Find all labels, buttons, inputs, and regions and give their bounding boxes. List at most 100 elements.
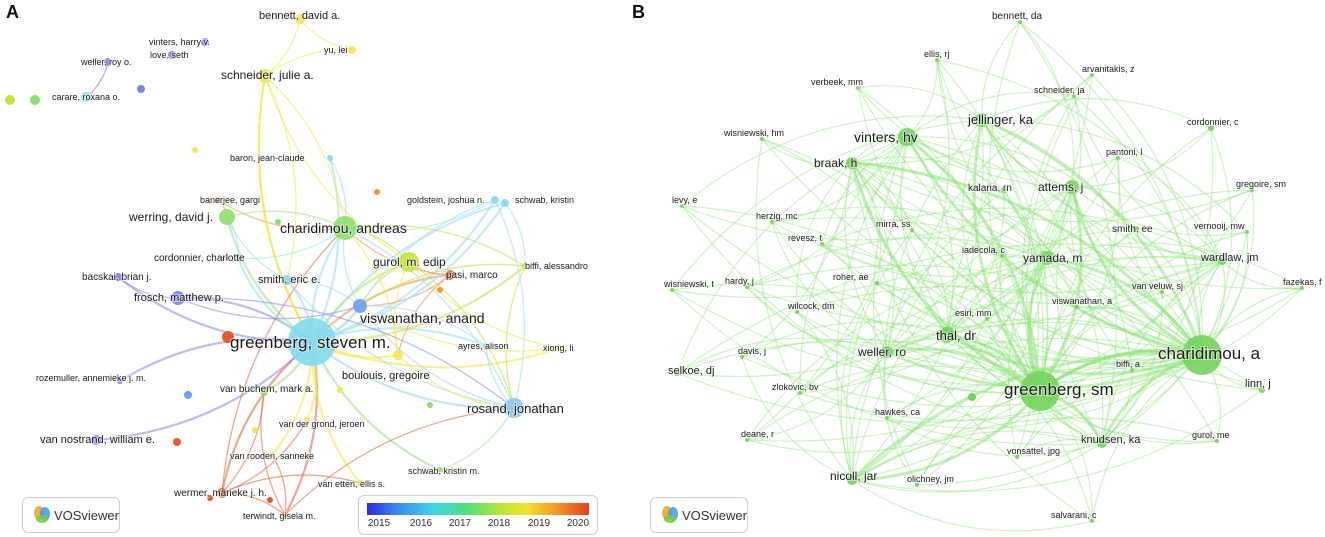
author-node-van_etten	[357, 480, 363, 486]
network-edge	[1016, 354, 1203, 458]
network-edge	[946, 334, 1093, 522]
network-edge	[1070, 186, 1133, 371]
network-edge	[311, 340, 561, 369]
network-edge	[900, 136, 948, 336]
network-edge	[1117, 157, 1223, 262]
network-edge	[284, 407, 515, 516]
author-label-wermer: wermer, marieke j. h.	[173, 488, 267, 499]
author-node-smith	[1133, 226, 1139, 232]
author-node-werring	[219, 209, 235, 225]
network-edge	[981, 119, 1248, 233]
network-edge	[851, 119, 984, 481]
author-node-cordonnier	[1208, 125, 1214, 131]
network-edge	[981, 119, 1073, 188]
author-node	[374, 189, 380, 195]
author-label-knudsen: knudsen, ka	[1081, 434, 1141, 446]
network-edge	[1135, 228, 1223, 262]
author-node-gurol	[399, 252, 419, 272]
author-node-love	[168, 51, 176, 59]
author-node-charidimou	[333, 216, 357, 240]
author-node-wermer	[217, 488, 227, 498]
network-edge	[851, 162, 1253, 223]
network-edge	[95, 341, 313, 442]
network-edge	[439, 407, 515, 471]
network-edge	[505, 265, 526, 409]
author-label-schwab_km: schwab, kristin m.	[408, 466, 480, 476]
author-label-xiong: xiong, li	[543, 343, 574, 353]
network-edge	[882, 351, 918, 486]
author-node-schneider	[1072, 94, 1076, 98]
network-edge	[286, 279, 515, 409]
network-edge	[264, 75, 346, 229]
network-edge	[741, 356, 853, 481]
author-node-nicoll	[847, 475, 857, 485]
network-edge	[671, 186, 1073, 299]
network-edge	[961, 119, 988, 320]
author-label-mirra: mirra, ss	[876, 219, 911, 229]
author-node-mirra	[910, 228, 914, 232]
network-edge	[936, 59, 1044, 392]
network-edge	[886, 59, 950, 353]
author-label-baron: baron, jean-claude	[230, 153, 305, 163]
network-edge	[936, 59, 1203, 356]
network-edge	[1025, 74, 1093, 392]
network-edge	[1117, 157, 1203, 356]
network-edge	[796, 285, 1203, 356]
network-edge	[311, 202, 506, 344]
author-node-cordonnier	[234, 254, 242, 262]
network-edge	[271, 454, 287, 516]
author-label-davis: davis, j	[738, 346, 766, 356]
author-node-biffi	[522, 263, 528, 269]
network-edge	[821, 207, 1223, 262]
author-node-wilcock	[795, 310, 799, 314]
network-edge	[906, 136, 1303, 290]
network-edge	[857, 87, 1041, 392]
legend-tick: 2019	[527, 518, 551, 529]
network-edge	[177, 297, 515, 409]
author-node-schwab_km	[437, 467, 443, 473]
network-edge	[936, 59, 1048, 259]
network-edge	[226, 216, 288, 281]
vosviewer-logo-icon	[31, 504, 50, 526]
network-edge	[1073, 95, 1203, 356]
network-edge	[851, 74, 1093, 481]
network-edge	[851, 389, 1263, 492]
author-label-terwindt: terwindt, gisela m.	[243, 511, 316, 521]
author-node-vinters	[201, 38, 209, 46]
author-node	[207, 495, 213, 501]
author-node-bennett	[1018, 20, 1022, 24]
author-node-linn	[1259, 387, 1265, 393]
author-node	[337, 387, 343, 393]
network-edge	[741, 338, 1041, 392]
network-edge	[746, 260, 1223, 328]
author-node-xiong	[557, 345, 563, 351]
author-node-viswanathan	[1075, 305, 1079, 309]
author-node-verbeek	[856, 86, 860, 90]
author-node-van_rooden	[269, 452, 275, 458]
vosviewer-label: VOSviewer	[53, 507, 119, 523]
network-edge	[986, 318, 1203, 365]
network-edge	[936, 59, 1223, 262]
network-edge	[397, 274, 451, 356]
author-node	[192, 147, 198, 153]
network-edge	[905, 136, 1203, 357]
network-edge	[981, 119, 1049, 392]
author-label-braak: braak, h	[814, 156, 857, 170]
author-label-gregoire: gregoire, sm	[1236, 179, 1286, 189]
network-edge	[1030, 186, 1073, 392]
author-label-bacskai: bacskai, brian j.	[82, 272, 151, 283]
network-edge	[851, 162, 1048, 259]
author-node-van_buchem	[260, 388, 268, 396]
author-label-nicoll: nicoll, jar	[830, 469, 877, 483]
network-edge	[851, 189, 1005, 481]
network-edge	[1101, 369, 1133, 444]
network-edge	[746, 136, 908, 441]
author-label-banerjee: banerjee, gargi	[200, 195, 260, 205]
network-edge	[397, 354, 515, 409]
author-node-rozemuller	[117, 378, 123, 384]
author-node-davis	[740, 355, 744, 359]
network-edge	[886, 287, 1303, 372]
network-edge	[883, 119, 983, 419]
network-edge	[344, 199, 496, 232]
network-edge	[1091, 354, 1203, 522]
